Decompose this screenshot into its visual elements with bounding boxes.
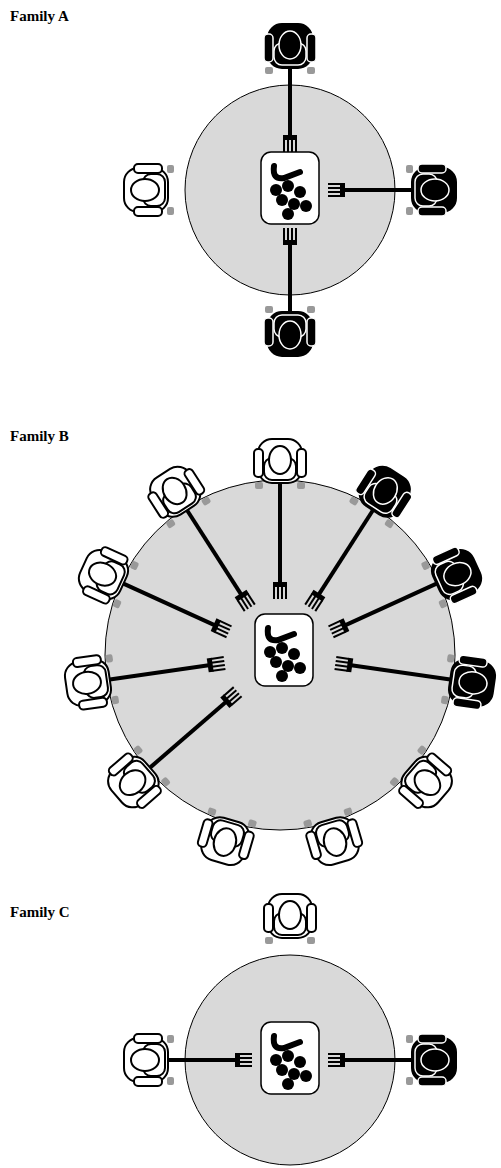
table-family-b bbox=[62, 439, 497, 870]
table-family-c bbox=[124, 894, 456, 1165]
family-label: Family B bbox=[10, 428, 69, 445]
table-family-a bbox=[124, 24, 456, 356]
family-label: Family A bbox=[10, 8, 69, 25]
family-label: Family C bbox=[10, 904, 70, 921]
